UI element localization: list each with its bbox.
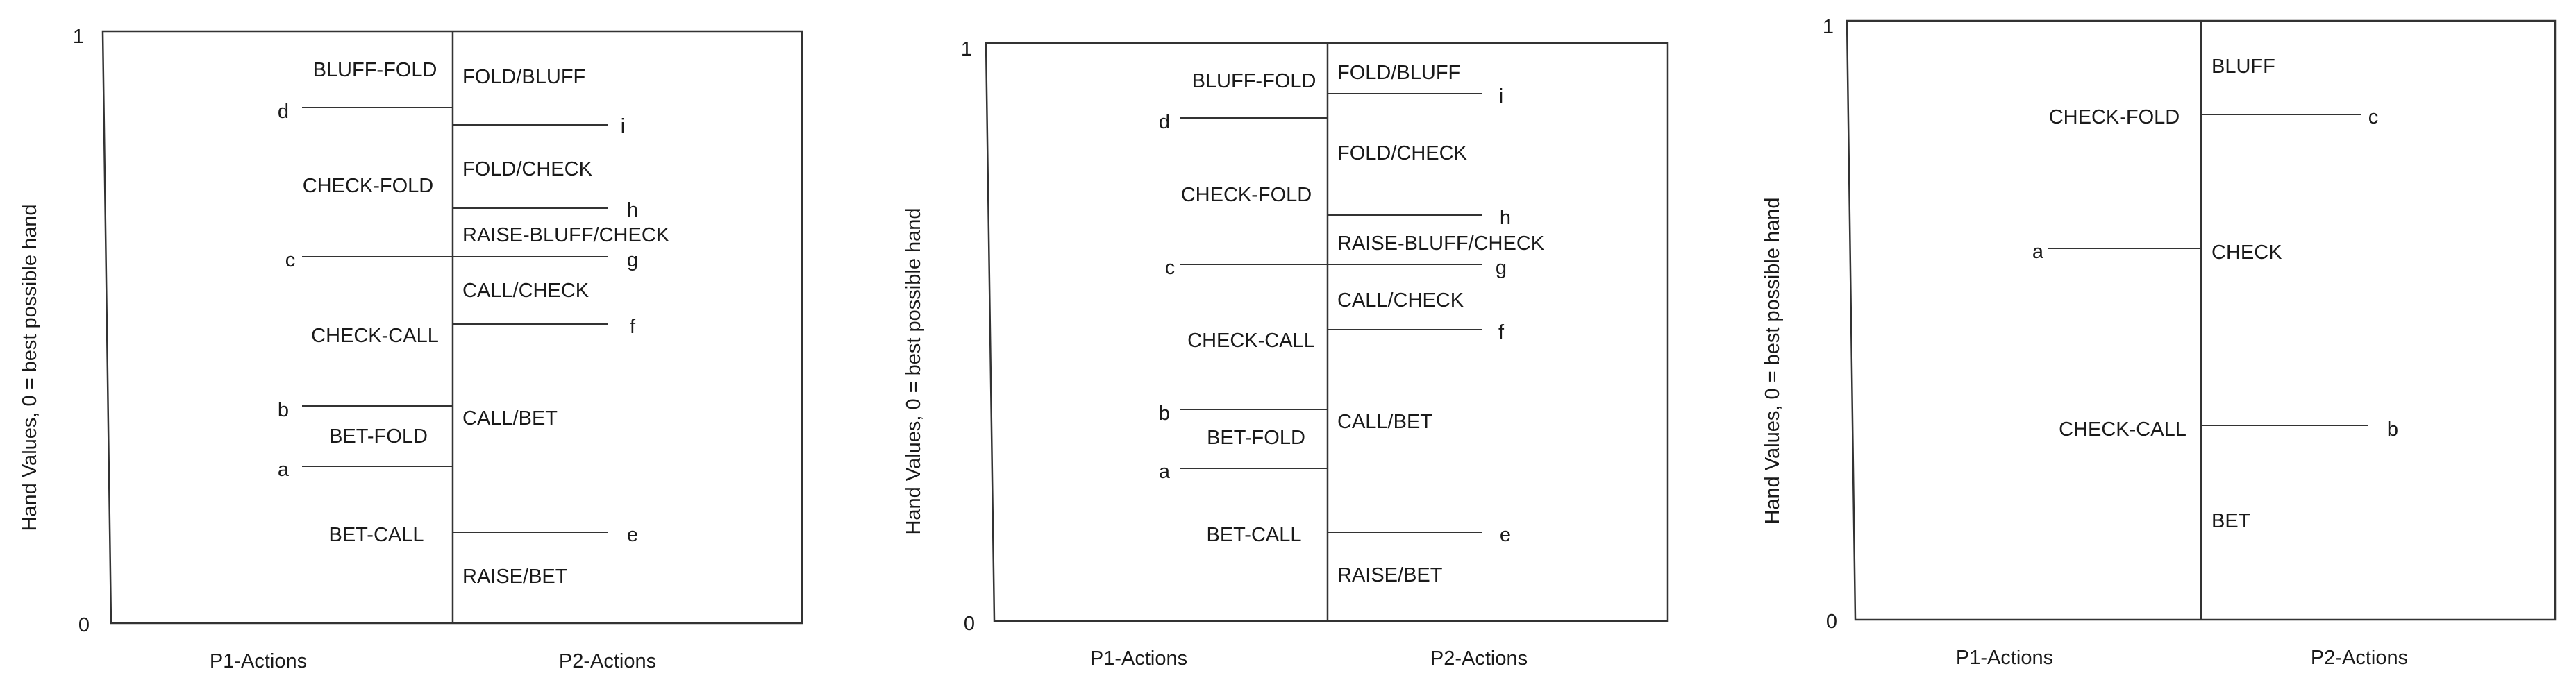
x-label-p2: P2-Actions: [2311, 647, 2408, 669]
threshold-label-b: b: [278, 399, 289, 421]
p2-region-label: RAISE/BET: [1337, 564, 1443, 586]
x-label-p1: P1-Actions: [210, 650, 307, 672]
p1-region-label: BET-FOLD: [1207, 427, 1305, 449]
threshold-label-b: b: [1159, 402, 1170, 425]
p2-region-label: BET: [2211, 510, 2251, 532]
p2-region-label: FOLD/CHECK: [1337, 142, 1468, 164]
p1-region-label: BET-CALL: [1207, 524, 1302, 546]
p1-region-label: CHECK-CALL: [1187, 330, 1315, 352]
threshold-label-d: d: [278, 101, 289, 123]
y-bottom-label: 0: [78, 614, 90, 636]
p2-region-label: RAISE-BLUFF/CHECK: [1337, 232, 1545, 255]
threshold-label-d: d: [1159, 111, 1170, 133]
threshold-label-g: g: [1496, 257, 1507, 279]
panel-3: Hand Values, 0 = best possible hand 1 0 …: [1762, 16, 2557, 669]
threshold-label-e: e: [627, 524, 638, 546]
p1-region-label: CHECK-CALL: [2059, 418, 2186, 441]
threshold-label-h: h: [1500, 207, 1511, 229]
y-top-label: 1: [1823, 16, 1834, 38]
x-label-p2: P2-Actions: [559, 650, 656, 672]
p2-region-label: FOLD/BLUFF: [1337, 62, 1460, 84]
y-top-label: 1: [73, 26, 84, 48]
p2-region-label: CALL/BET: [1337, 411, 1432, 433]
threshold-label-i: i: [621, 115, 625, 137]
p2-region-label: RAISE-BLUFF/CHECK: [462, 224, 670, 246]
x-label-p1: P1-Actions: [1090, 647, 1187, 670]
y-bottom-label: 0: [964, 613, 975, 635]
panel-frame: [985, 42, 1669, 622]
p1-region-label: CHECK-CALL: [311, 325, 439, 347]
panel-1: Hand Values, 0 = best possible hand 1 0 …: [19, 26, 803, 672]
threshold-label-f: f: [630, 316, 636, 338]
threshold-label-h: h: [627, 199, 638, 221]
y-top-label: 1: [961, 38, 972, 60]
x-label-p2: P2-Actions: [1430, 647, 1528, 670]
p2-region-label: CALL/CHECK: [1337, 289, 1464, 312]
p2-region-label: RAISE/BET: [462, 566, 568, 588]
threshold-label-a: a: [2032, 241, 2044, 263]
p2-region-label: BLUFF: [2211, 56, 2275, 78]
p2-region-label: CALL/BET: [462, 407, 558, 430]
p1-region-label: BET-CALL: [329, 524, 424, 546]
panel-2: Hand Values, 0 = best possible hand 1 0 …: [903, 38, 1669, 670]
threshold-label-e: e: [1500, 524, 1511, 546]
y-axis-label: Hand Values, 0 = best possible hand: [1762, 197, 1784, 524]
threshold-label-c: c: [285, 249, 296, 271]
threshold-label-c: c: [2368, 106, 2379, 128]
y-axis-label: Hand Values, 0 = best possible hand: [903, 207, 925, 534]
y-bottom-label: 0: [1826, 611, 1837, 633]
p2-region-label: FOLD/BLUFF: [462, 66, 585, 88]
p1-region-label: CHECK-FOLD: [303, 175, 434, 197]
panel-frame: [1846, 19, 2557, 621]
threshold-label-g: g: [627, 249, 638, 271]
p2-region-label: CALL/CHECK: [462, 280, 589, 302]
p2-region-label: CHECK: [2211, 241, 2282, 264]
threshold-label-i: i: [1499, 85, 1503, 108]
threshold-label-f: f: [1498, 321, 1505, 344]
threshold-label-c: c: [1165, 257, 1176, 279]
threshold-label-a: a: [1159, 461, 1171, 483]
p1-region-label: BET-FOLD: [329, 425, 428, 448]
p1-region-label: BLUFF-FOLD: [313, 59, 437, 81]
y-axis-label: Hand Values, 0 = best possible hand: [19, 204, 41, 531]
x-label-p1: P1-Actions: [1956, 647, 2053, 669]
p1-region-label: BLUFF-FOLD: [1192, 70, 1316, 92]
p1-region-label: CHECK-FOLD: [2049, 106, 2180, 128]
panel-frame: [101, 30, 803, 625]
p2-region-label: FOLD/CHECK: [462, 158, 593, 180]
threshold-label-a: a: [278, 459, 290, 481]
p1-region-label: CHECK-FOLD: [1181, 184, 1312, 206]
threshold-label-b: b: [2387, 418, 2398, 441]
